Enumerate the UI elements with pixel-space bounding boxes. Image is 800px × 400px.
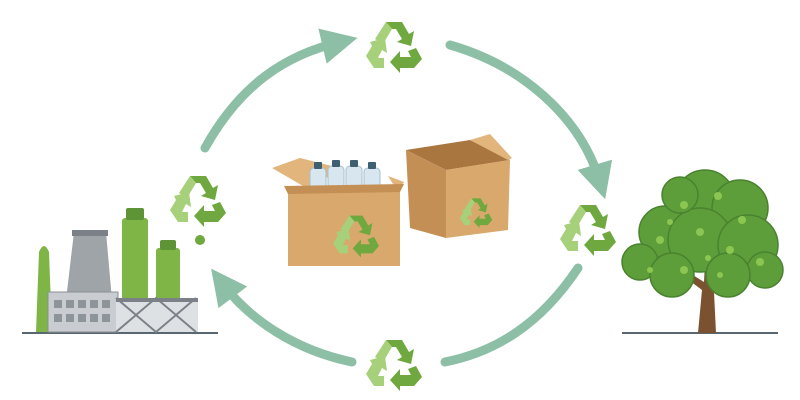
recycle-icon [560,205,616,256]
tree-icon [621,169,784,334]
recycle-icon [366,22,422,73]
cycle-arrow-tree-to-bottom [440,263,583,367]
recycle-icon [170,176,226,227]
cycle-arrows [200,28,613,367]
cycle-dot [195,235,205,245]
factory-icon [22,208,218,334]
recycle-icon [366,340,422,391]
cycle-arrow-bottom-to-factory [211,268,357,367]
cardboard-box-icon [272,134,512,266]
cycle-arrow-top-to-tree [445,40,613,200]
cycle-arrow-factory-to-top [200,28,358,153]
